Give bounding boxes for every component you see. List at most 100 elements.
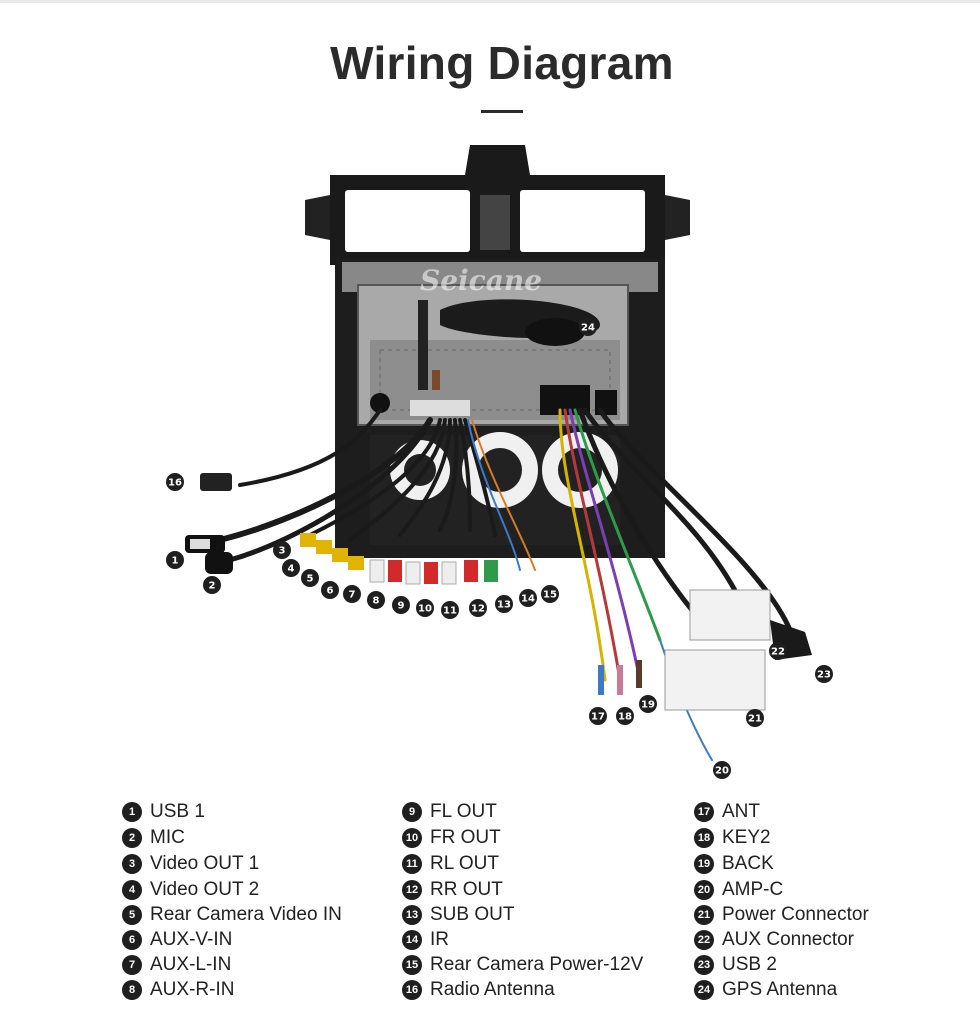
callout-21: 21 [746, 709, 764, 727]
legend-item-22: 22 AUX Connector [694, 928, 854, 952]
legend-number: 15 [402, 955, 422, 975]
legend-label: Power Connector [722, 904, 869, 925]
legend-label: AUX Connector [722, 929, 855, 950]
legend-number: 8 [122, 980, 142, 1000]
callout-1: 1 [166, 551, 184, 569]
legend-item-21: 21 Power Connector [694, 903, 869, 927]
page-title: Wiring Diagram [330, 37, 674, 89]
legend-item-13: 13 SUB OUT [402, 903, 514, 927]
callout-5: 5 [301, 569, 319, 587]
legend-number: 23 [694, 955, 714, 975]
callout-number: 7 [349, 590, 356, 601]
callout-20: 20 [713, 761, 731, 779]
legend-label: Video OUT 2 [150, 879, 260, 900]
legend-item-24: 24 GPS Antenna [694, 978, 837, 1002]
callout-17: 17 [589, 707, 607, 725]
callout-11: 11 [441, 601, 459, 619]
callout-number: 15 [543, 590, 557, 601]
legend-number: 9 [402, 802, 422, 822]
callout-4: 4 [282, 559, 300, 577]
legend-item-11: 11 RL OUT [402, 852, 499, 876]
callout-number: 4 [288, 564, 295, 575]
legend-number: 4 [122, 880, 142, 900]
callout-number: 20 [715, 766, 729, 777]
legend-item-1: 1 USB 1 [122, 800, 205, 824]
legend-number: 21 [694, 905, 714, 925]
callout-number: 12 [471, 604, 485, 615]
title-underline [481, 110, 523, 113]
legend-label: AMP-C [722, 879, 784, 900]
legend-item-2: 2 MIC [122, 826, 185, 850]
callout-number: 8 [373, 596, 380, 607]
callout-number: 11 [443, 606, 457, 617]
callout-number: 3 [279, 546, 286, 557]
legend-label: RL OUT [430, 853, 499, 874]
legend-number: 17 [694, 802, 714, 822]
legend-number: 24 [694, 980, 714, 1000]
callout-10: 10 [416, 599, 434, 617]
callout-18: 18 [616, 707, 634, 725]
legend-number: 22 [694, 930, 714, 950]
legend-number: 6 [122, 930, 142, 950]
callout-2: 2 [203, 576, 221, 594]
legend-label: Radio Antenna [430, 979, 555, 1000]
callout-number: 19 [641, 700, 655, 711]
callout-number: 17 [591, 712, 605, 723]
legend-number: 18 [694, 828, 714, 848]
legend-number: 16 [402, 980, 422, 1000]
callout-number: 24 [581, 323, 595, 334]
legend-label: ANT [722, 801, 760, 822]
callout-14: 14 [519, 589, 537, 607]
legend-label: RR OUT [430, 879, 503, 900]
callout-15: 15 [541, 585, 559, 603]
callout-number: 6 [327, 586, 334, 597]
watermark: Seicane [420, 264, 542, 297]
legend-label: GPS Antenna [722, 979, 838, 1000]
legend-label: AUX-L-IN [150, 954, 232, 975]
callout-number: 18 [618, 712, 632, 723]
legend-number: 10 [402, 828, 422, 848]
callout-number: 5 [307, 574, 314, 585]
callout-23: 23 [815, 665, 833, 683]
legend-label: SUB OUT [430, 904, 515, 925]
callout-number: 10 [418, 604, 432, 615]
legend-number: 3 [122, 854, 142, 874]
legend-label: FL OUT [430, 801, 497, 822]
callout-8: 8 [367, 591, 385, 609]
callout-number: 22 [771, 647, 785, 658]
legend-label: AUX-R-IN [150, 979, 235, 1000]
callout-number: 2 [209, 581, 216, 592]
legend-label: IR [430, 929, 449, 950]
callout-19: 19 [639, 695, 657, 713]
callout-13: 13 [495, 595, 513, 613]
legend-number: 5 [122, 905, 142, 925]
legend-item-9: 9 FL OUT [402, 800, 497, 824]
legend-number: 13 [402, 905, 422, 925]
legend-number: 11 [402, 854, 422, 874]
legend-number: 2 [122, 828, 142, 848]
legend-item-8: 8 AUX-R-IN [122, 978, 234, 1002]
callout-12: 12 [469, 599, 487, 617]
legend-item-4: 4 Video OUT 2 [122, 878, 259, 902]
legend-number: 12 [402, 880, 422, 900]
legend-item-17: 17 ANT [694, 800, 760, 824]
legend-label: BACK [722, 853, 774, 874]
callout-22: 22 [769, 642, 787, 660]
legend-number: 1 [122, 802, 142, 822]
legend-label: MIC [150, 827, 185, 848]
callout-9: 9 [392, 596, 410, 614]
legend-label: USB 1 [150, 801, 205, 822]
head-unit [357, 284, 629, 426]
connectors [185, 473, 812, 711]
cable-harness [217, 407, 793, 761]
wiring-diagram: Seicane [166, 145, 833, 779]
